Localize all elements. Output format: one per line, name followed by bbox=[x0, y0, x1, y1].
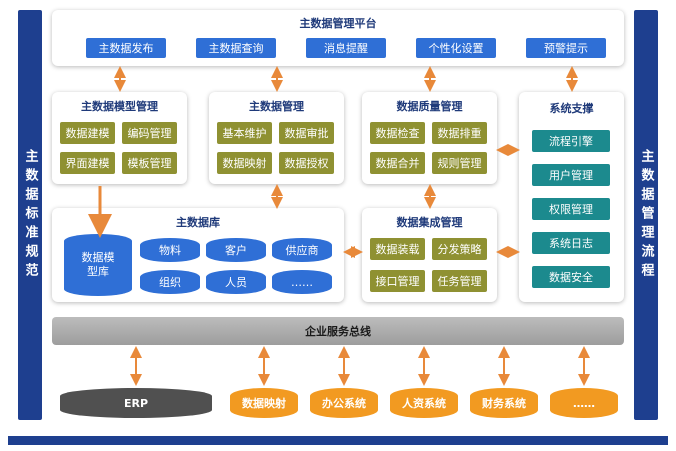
code-mgmt-item[interactable]: 编码管理 bbox=[122, 122, 177, 144]
model-store-cylinder: 数据模型库 bbox=[64, 234, 132, 296]
enterprise-service-bus: 企业服务总线 bbox=[52, 317, 624, 345]
data-security-item[interactable]: 数据安全 bbox=[532, 266, 610, 288]
personnel-cylinder[interactable]: 人员 bbox=[206, 270, 266, 294]
basic-maintenance-item[interactable]: 基本维护 bbox=[217, 122, 272, 144]
data-authorization-item[interactable]: 数据授权 bbox=[279, 152, 334, 174]
model-store-label: 数据模型库 bbox=[81, 251, 115, 278]
template-mgmt-item[interactable]: 模板管理 bbox=[122, 152, 177, 174]
database-panel: 主数据库 数据模型库 物料 客户 供应商 组织 人员 …… bbox=[52, 208, 344, 302]
material-cylinder[interactable]: 物料 bbox=[140, 238, 200, 262]
erp-system[interactable]: ERP bbox=[60, 388, 212, 418]
publish-button[interactable]: 主数据发布 bbox=[86, 38, 166, 58]
platform-panel: 主数据管理平台 主数据发布 主数据查询 消息提醒 个性化设置 预警提示 bbox=[52, 10, 624, 66]
right-bar-label: 主数据管理流程 bbox=[638, 148, 654, 282]
integration-mgmt-panel: 数据集成管理 数据装载 分发策略 接口管理 任务管理 bbox=[362, 208, 497, 302]
distribution-strategy-item[interactable]: 分发策略 bbox=[432, 238, 487, 260]
permission-mgmt-item[interactable]: 权限管理 bbox=[532, 198, 610, 220]
finance-system[interactable]: 财务系统 bbox=[470, 388, 538, 418]
interface-mgmt-item[interactable]: 接口管理 bbox=[370, 270, 425, 292]
rule-mgmt-item[interactable]: 规则管理 bbox=[432, 152, 487, 174]
data-mapping-item[interactable]: 数据映射 bbox=[217, 152, 272, 174]
data-mapping-system[interactable]: 数据映射 bbox=[230, 388, 298, 418]
data-dedupe-item[interactable]: 数据排重 bbox=[432, 122, 487, 144]
customer-cylinder[interactable]: 客户 bbox=[206, 238, 266, 262]
more-cylinder[interactable]: …… bbox=[272, 270, 332, 294]
data-merge-item[interactable]: 数据合并 bbox=[370, 152, 425, 174]
data-mgmt-title: 主数据管理 bbox=[249, 100, 304, 113]
hr-system[interactable]: 人资系统 bbox=[390, 388, 458, 418]
ui-modeling-item[interactable]: 界面建模 bbox=[60, 152, 115, 174]
quality-mgmt-panel: 数据质量管理 数据检查 数据排重 数据合并 规则管理 bbox=[362, 92, 497, 184]
system-support-title: 系统支撑 bbox=[549, 102, 594, 115]
data-modeling-item[interactable]: 数据建模 bbox=[60, 122, 115, 144]
warning-button[interactable]: 预警提示 bbox=[526, 38, 606, 58]
office-system[interactable]: 办公系统 bbox=[310, 388, 378, 418]
workflow-engine-item[interactable]: 流程引擎 bbox=[532, 130, 610, 152]
query-button[interactable]: 主数据查询 bbox=[196, 38, 276, 58]
data-mgmt-panel: 主数据管理 基本维护 数据审批 数据映射 数据授权 bbox=[209, 92, 344, 184]
model-mgmt-panel: 主数据模型管理 数据建模 编码管理 界面建模 模板管理 bbox=[52, 92, 187, 184]
user-mgmt-item[interactable]: 用户管理 bbox=[532, 164, 610, 186]
supplier-cylinder[interactable]: 供应商 bbox=[272, 238, 332, 262]
message-alert-button[interactable]: 消息提醒 bbox=[306, 38, 386, 58]
task-mgmt-item[interactable]: 任务管理 bbox=[432, 270, 487, 292]
data-check-item[interactable]: 数据检查 bbox=[370, 122, 425, 144]
database-title: 主数据库 bbox=[176, 216, 220, 229]
integration-mgmt-title: 数据集成管理 bbox=[396, 216, 463, 229]
system-log-item[interactable]: 系统日志 bbox=[532, 232, 610, 254]
left-standards-bar: 主数据标准规范 bbox=[18, 10, 42, 420]
model-mgmt-title: 主数据模型管理 bbox=[81, 100, 158, 113]
left-bar-label: 主数据标准规范 bbox=[22, 148, 38, 282]
more-systems[interactable]: …… bbox=[550, 388, 618, 418]
organization-cylinder[interactable]: 组织 bbox=[140, 270, 200, 294]
right-process-bar: 主数据管理流程 bbox=[634, 10, 658, 420]
platform-title: 主数据管理平台 bbox=[299, 17, 377, 30]
data-approval-item[interactable]: 数据审批 bbox=[279, 122, 334, 144]
data-loading-item[interactable]: 数据装载 bbox=[370, 238, 425, 260]
system-support-panel: 系统支撑 流程引擎 用户管理 权限管理 系统日志 数据安全 bbox=[519, 92, 624, 302]
bottom-strip bbox=[8, 436, 668, 445]
quality-mgmt-title: 数据质量管理 bbox=[396, 100, 463, 113]
personalize-button[interactable]: 个性化设置 bbox=[416, 38, 496, 58]
